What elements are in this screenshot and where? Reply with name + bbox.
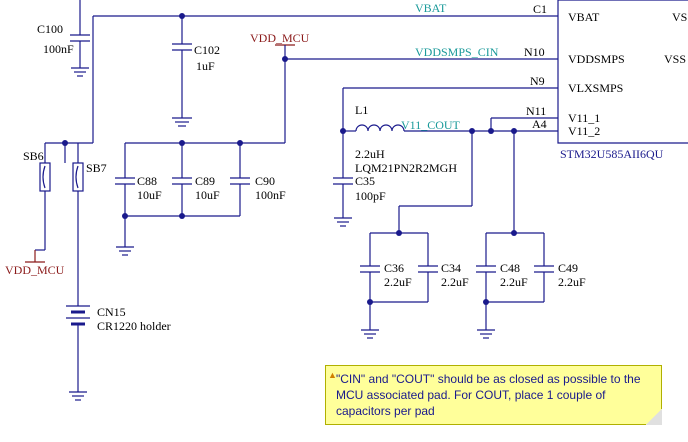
pin-num-n10: N10 <box>524 45 545 59</box>
capacitor-c48[interactable] <box>476 265 496 273</box>
capacitor-c102[interactable] <box>172 43 192 127</box>
capacitor-c49[interactable] <box>534 265 554 273</box>
c90-ref: C90 <box>255 174 275 188</box>
cn15-value: CR1220 holder <box>97 319 171 333</box>
net-label-vbat: VBAT <box>415 1 447 15</box>
net-label-v11-cout: V11_COUT <box>401 118 461 132</box>
pin-num-n11: N11 <box>526 104 546 118</box>
sb6-ref: SB6 <box>23 149 44 163</box>
battery-holder-cn15[interactable] <box>66 305 90 401</box>
c48-value: 2.2uF <box>500 275 528 289</box>
c88-ref: C88 <box>137 174 157 188</box>
cn15-ref: CN15 <box>97 305 126 319</box>
capacitor-c90[interactable] <box>230 143 250 216</box>
note-fold-corner <box>646 409 662 425</box>
capacitor-c89[interactable] <box>172 143 192 216</box>
net-label-vddsmps-cin: VDDSMPS_CIN <box>415 45 499 59</box>
c36-value: 2.2uF <box>384 275 412 289</box>
mcu-pin-name-vss-partial: VSS <box>664 52 686 66</box>
solder-bridge-sb7[interactable] <box>72 162 84 306</box>
c48-ref: C48 <box>500 261 520 275</box>
pin-num-a4: A4 <box>532 117 547 131</box>
c90-value: 100nF <box>255 188 286 202</box>
c102-value: 1uF <box>196 59 215 73</box>
capacitor-c34[interactable] <box>418 265 438 273</box>
c35-ref: C35 <box>355 174 375 188</box>
c100-value: 100nF <box>43 42 74 56</box>
inductor-l1[interactable] <box>343 124 405 132</box>
ground-c88-c90 <box>116 213 240 256</box>
c34-value: 2.2uF <box>441 275 469 289</box>
mcu-pin-name-vddsmps: VDDSMPS <box>568 52 625 66</box>
c49-ref: C49 <box>558 261 578 275</box>
l1-part-number: LQM21PN2R2MGH <box>355 161 457 175</box>
vdd-mcu-top-label: VDD_MCU <box>250 31 310 45</box>
c35-value: 100pF <box>355 189 386 203</box>
mcu-pin-name-v11-2: V11_2 <box>568 124 600 138</box>
capacitor-c100[interactable] <box>70 0 90 77</box>
c36-ref: C36 <box>384 261 404 275</box>
l1-value: 2.2uH <box>355 147 385 161</box>
design-note[interactable]: ▲ "CIN" and "COUT" should be as closed a… <box>325 365 662 425</box>
c102-ref: C102 <box>194 43 220 57</box>
mcu-body-outline <box>557 0 688 144</box>
solder-bridge-sb6[interactable] <box>35 142 65 251</box>
pin-num-n9: N9 <box>530 74 545 88</box>
pin-num-c1: C1 <box>533 2 547 16</box>
cout-group-1 <box>361 230 429 339</box>
vdd-mcu-bottom-label: VDD_MCU <box>5 263 65 277</box>
net-v11-cout[interactable] <box>398 117 558 233</box>
l1-ref: L1 <box>355 103 368 117</box>
c89-ref: C89 <box>195 174 215 188</box>
design-note-text: "CIN" and "COUT" should be as closed as … <box>336 372 641 418</box>
c88-value: 10uF <box>137 188 162 202</box>
mcu-pin-name-v11-1: V11_1 <box>568 111 600 125</box>
sb7-ref: SB7 <box>86 161 107 175</box>
cout-group-2 <box>477 230 545 339</box>
mcu-symbol[interactable]: VBAT VDDSMPS VLXSMPS V11_1 V11_2 VS VSS … <box>557 0 688 161</box>
c49-value: 2.2uF <box>558 275 586 289</box>
c34-ref: C34 <box>441 261 461 275</box>
capacitor-c36[interactable] <box>360 265 380 273</box>
mcu-part-number: STM32U585AII6QU <box>560 147 664 161</box>
capacitor-c88[interactable] <box>115 143 135 216</box>
c89-value: 10uF <box>195 188 220 202</box>
mcu-pin-name-vlxsmps: VLXSMPS <box>568 81 623 95</box>
warning-icon: ▲ <box>328 370 337 380</box>
power-port-vdd-mcu-bottom[interactable] <box>25 250 45 263</box>
mcu-pin-name-vbat: VBAT <box>568 10 600 24</box>
capacitor-c35[interactable] <box>333 177 353 227</box>
c100-ref: C100 <box>37 22 63 36</box>
mcu-pin-name-vs-partial: VS <box>672 10 687 24</box>
